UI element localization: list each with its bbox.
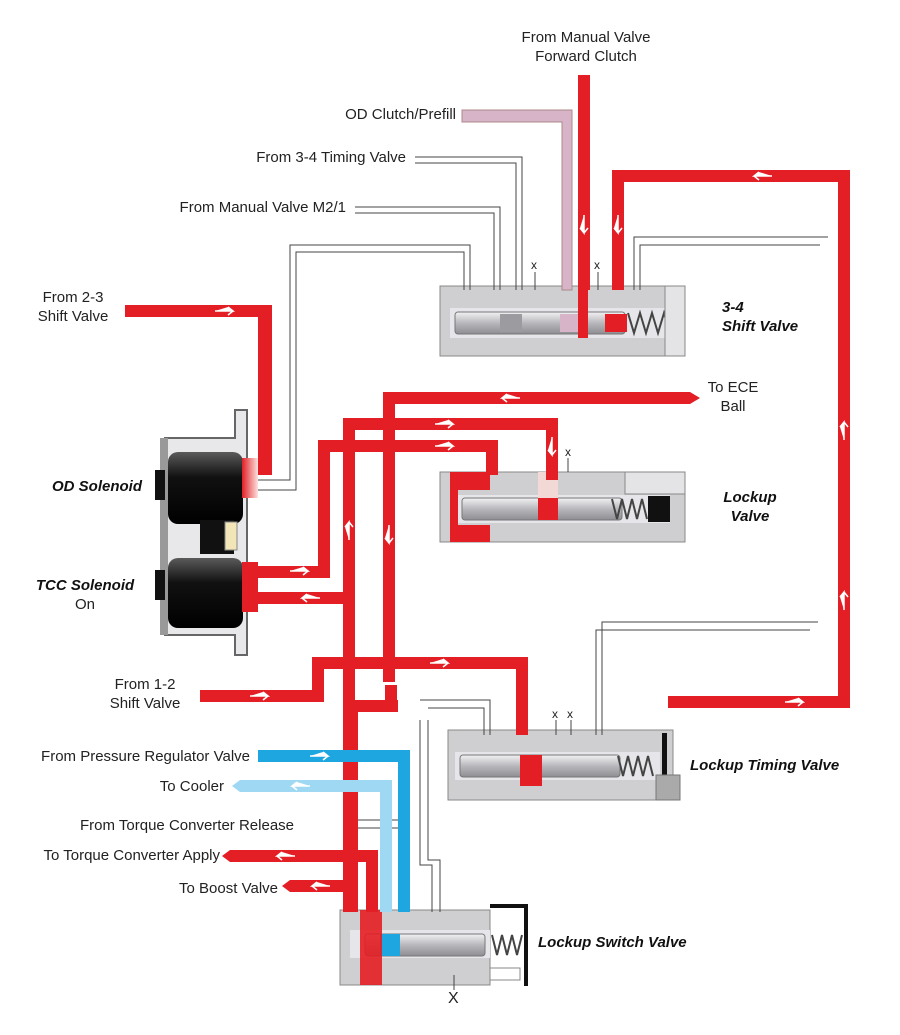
exhaust-x-3: x — [565, 445, 571, 459]
label-od-prefill: OD Clutch/Prefill — [345, 106, 456, 123]
title-tcc-solenoid: TCC Solenoid On — [20, 576, 150, 614]
label-from-23: From 2-3 Shift Valve — [28, 288, 118, 326]
label-forward-clutch: Forward Clutch — [535, 48, 637, 65]
label-from-manual-m21: From Manual Valve M2/1 — [179, 199, 346, 216]
label-from-12-line1: From 1-2 — [114, 676, 176, 693]
label-from-12: From 1-2 Shift Valve — [100, 675, 190, 713]
title-shift-34-line2: Shift Valve — [722, 318, 799, 335]
exhaust-x-5: x — [567, 707, 573, 721]
exhaust-x-2: x — [594, 258, 600, 272]
title-lockup-line1: Lockup — [723, 489, 777, 506]
title-shift-34-line1: 3-4 — [722, 299, 744, 316]
od-prefill-line — [461, 109, 573, 291]
lockup-timing-valve — [447, 729, 681, 801]
exhaust-x-big: X — [448, 990, 459, 1007]
label-manual-forward: From Manual Valve Forward Clutch — [500, 28, 672, 66]
label-to-ece: To ECE Ball — [703, 378, 763, 416]
label-to-boost: To Boost Valve — [179, 880, 278, 897]
title-lockup-switch: Lockup Switch Valve — [538, 934, 687, 951]
lockup-switch-valve — [339, 904, 528, 986]
exhaust-x-4: x — [552, 707, 558, 721]
flow-arrows — [215, 171, 849, 891]
label-to-ece-line2: Ball — [720, 398, 746, 415]
label-from-34-timing: From 3-4 Timing Valve — [256, 149, 406, 166]
title-lockup-timing: Lockup Timing Valve — [690, 757, 840, 774]
white-lines — [258, 156, 828, 912]
label-from-pressure-reg: From Pressure Regulator Valve — [41, 748, 250, 765]
label-to-cooler: To Cooler — [159, 778, 224, 795]
label-to-ece-line1: To ECE — [707, 379, 759, 396]
label-to-tc-apply: To Torque Converter Apply — [43, 847, 221, 864]
title-lockup-valve: Lockup Valve — [705, 488, 795, 526]
label-from-23-line1: From 2-3 — [42, 289, 104, 306]
title-tcc-state: On — [74, 596, 95, 613]
label-from-12-line2: Shift Valve — [109, 695, 181, 712]
label-manual-line1: From Manual Valve — [521, 29, 651, 46]
title-tcc-line1: TCC Solenoid — [35, 577, 135, 594]
shift-34-valve — [439, 285, 686, 357]
exhaust-x-1: x — [531, 258, 537, 272]
lockup-valve — [439, 471, 686, 543]
title-lockup-line2: Valve — [730, 508, 770, 525]
label-from-23-line2: Shift Valve — [37, 308, 109, 325]
title-od-solenoid: OD Solenoid — [52, 478, 142, 495]
title-shift-34: 3-4 Shift Valve — [722, 298, 798, 336]
solenoid-assembly — [155, 409, 258, 656]
exhaust-markers — [453, 272, 599, 990]
label-from-tc-release: From Torque Converter Release — [80, 817, 294, 834]
